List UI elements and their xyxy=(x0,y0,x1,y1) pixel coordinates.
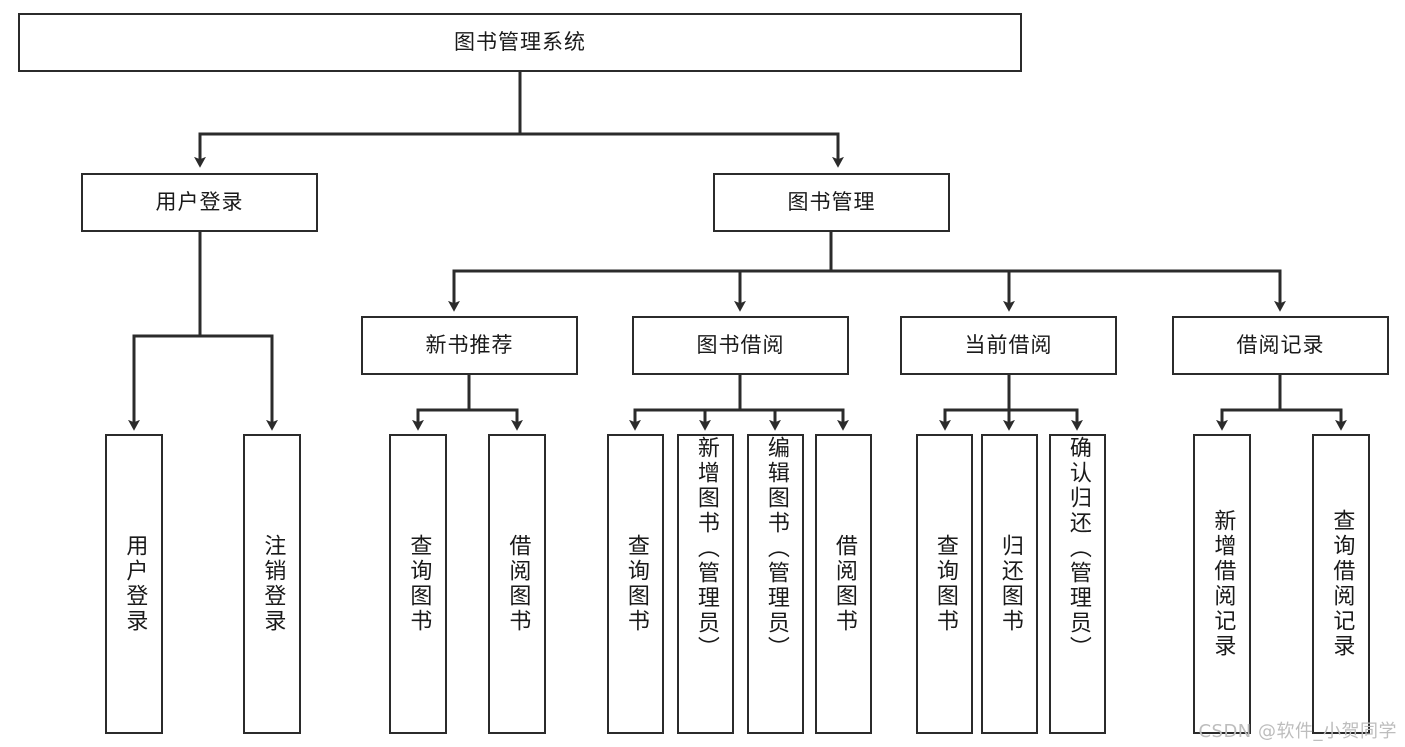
leaf-user-login[interactable]: 用户登录 xyxy=(105,434,163,734)
node-label: 查询图书 xyxy=(406,534,432,634)
node-user-login[interactable]: 用户登录 xyxy=(81,173,318,232)
node-current-borrow[interactable]: 当前借阅 xyxy=(900,316,1117,375)
node-label: 图书借阅 xyxy=(696,332,785,357)
node-label: 图书管理系统 xyxy=(454,29,586,54)
leaf-query-book-3[interactable]: 查询图书 xyxy=(916,434,973,734)
node-label: 编辑图书（管理员） xyxy=(763,436,789,661)
node-label: 新增借阅记录 xyxy=(1210,509,1236,659)
node-label: 查询借阅记录 xyxy=(1329,509,1355,659)
node-label: 归还图书 xyxy=(997,534,1023,634)
leaf-edit-book[interactable]: 编辑图书（管理员） xyxy=(747,434,804,734)
leaf-query-book-2[interactable]: 查询图书 xyxy=(607,434,664,734)
node-new-book-recommend[interactable]: 新书推荐 xyxy=(361,316,578,375)
leaf-add-record[interactable]: 新增借阅记录 xyxy=(1193,434,1251,734)
node-label: 借阅图书 xyxy=(831,534,857,634)
node-label: 图书管理 xyxy=(787,189,876,214)
node-label: 新增图书（管理员） xyxy=(693,436,719,661)
watermark: CSDN @软件_小贺同学 xyxy=(1198,721,1397,742)
leaf-confirm-return[interactable]: 确认归还（管理员） xyxy=(1049,434,1106,734)
node-label: 查询图书 xyxy=(623,534,649,634)
node-label: 借阅图书 xyxy=(505,534,531,634)
node-label: 借阅记录 xyxy=(1236,332,1325,357)
node-label: 当前借阅 xyxy=(964,332,1053,357)
node-book-borrow[interactable]: 图书借阅 xyxy=(632,316,849,375)
node-label: 确认归还（管理员） xyxy=(1065,436,1091,661)
node-label: 新书推荐 xyxy=(425,332,514,357)
leaf-query-record[interactable]: 查询借阅记录 xyxy=(1312,434,1370,734)
leaf-borrow-book-1[interactable]: 借阅图书 xyxy=(488,434,546,734)
leaf-return-book[interactable]: 归还图书 xyxy=(981,434,1038,734)
leaf-query-book-1[interactable]: 查询图书 xyxy=(389,434,447,734)
node-root-system[interactable]: 图书管理系统 xyxy=(18,13,1022,72)
node-label: 用户登录 xyxy=(122,534,148,634)
node-label: 查询图书 xyxy=(932,534,958,634)
leaf-user-logout[interactable]: 注销登录 xyxy=(243,434,301,734)
node-label: 注销登录 xyxy=(260,534,286,634)
leaf-borrow-book-2[interactable]: 借阅图书 xyxy=(815,434,872,734)
node-borrow-record[interactable]: 借阅记录 xyxy=(1172,316,1389,375)
node-label: 用户登录 xyxy=(155,189,244,214)
leaf-add-book[interactable]: 新增图书（管理员） xyxy=(677,434,734,734)
node-book-management[interactable]: 图书管理 xyxy=(713,173,950,232)
